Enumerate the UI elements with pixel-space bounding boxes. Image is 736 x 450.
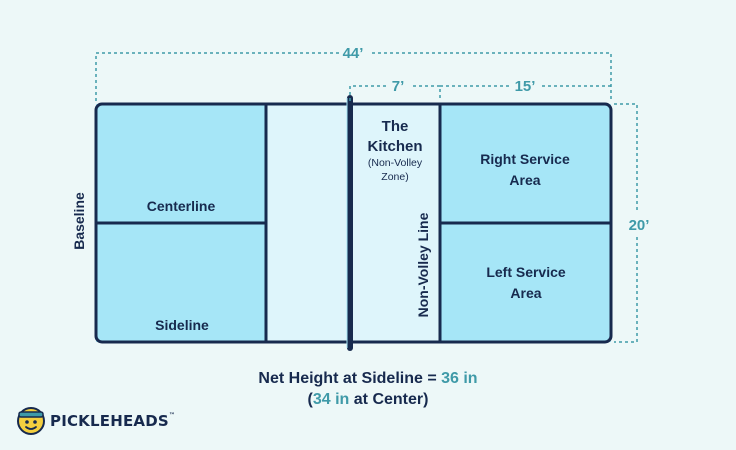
dim-width-line xyxy=(614,103,638,343)
baseline-label: Baseline xyxy=(71,192,87,250)
kitchen-sub-line1: (Non-Volley xyxy=(368,157,423,169)
dim-service-bg xyxy=(510,78,540,94)
right-service-line1: Right Service xyxy=(480,151,570,167)
caption-line1: Net Height at Sideline = 36 in xyxy=(0,368,736,389)
logo-text: PICKLEHEADS xyxy=(50,412,169,430)
kitchen-title-line1: The xyxy=(382,118,409,135)
pickleheads-logo: PICKLEHEADS™ xyxy=(16,404,175,438)
caption-line2: (34 in at Center) xyxy=(0,389,736,410)
non-volley-line-label: Non-Volley Line xyxy=(415,212,431,317)
sideline-label: Sideline xyxy=(155,317,209,333)
net-height-caption: Net Height at Sideline = 36 in (34 in at… xyxy=(0,368,736,410)
dim-total-length-line xyxy=(95,52,612,101)
dim-kitchen-bg xyxy=(386,78,410,94)
dim-total-bg xyxy=(339,45,369,61)
dim-court-width: 20’ xyxy=(629,217,650,234)
dim-width-bg xyxy=(624,212,654,234)
logo-trademark: ™ xyxy=(168,412,176,419)
caption-line2-value: 34 in xyxy=(312,391,350,408)
kitchen-sub-line2: Zone) xyxy=(381,171,408,183)
caption-line2-open: ( xyxy=(307,391,313,408)
kitchen-title-line2: Kitchen xyxy=(367,138,422,155)
centerline-label: Centerline xyxy=(147,198,216,214)
pickleball-face-icon xyxy=(17,407,45,435)
caption-line2-suffix: at Center) xyxy=(349,391,429,408)
right-service-line2: Area xyxy=(509,172,540,188)
logo-wordmark: PICKLEHEADS™ xyxy=(50,412,175,430)
kitchen-area xyxy=(350,104,440,342)
caption-line1-prefix: Net Height at Sideline = xyxy=(258,370,442,387)
dim-total-length: 44’ xyxy=(343,45,364,62)
left-kitchen-area xyxy=(266,104,350,342)
dim-kitchen-width: 7’ xyxy=(392,78,405,95)
dim-service-length: 15’ xyxy=(515,78,536,95)
caption-line1-value: 36 in xyxy=(441,370,478,387)
left-service-line2: Area xyxy=(510,285,541,301)
left-service-line1: Left Service xyxy=(486,264,566,280)
